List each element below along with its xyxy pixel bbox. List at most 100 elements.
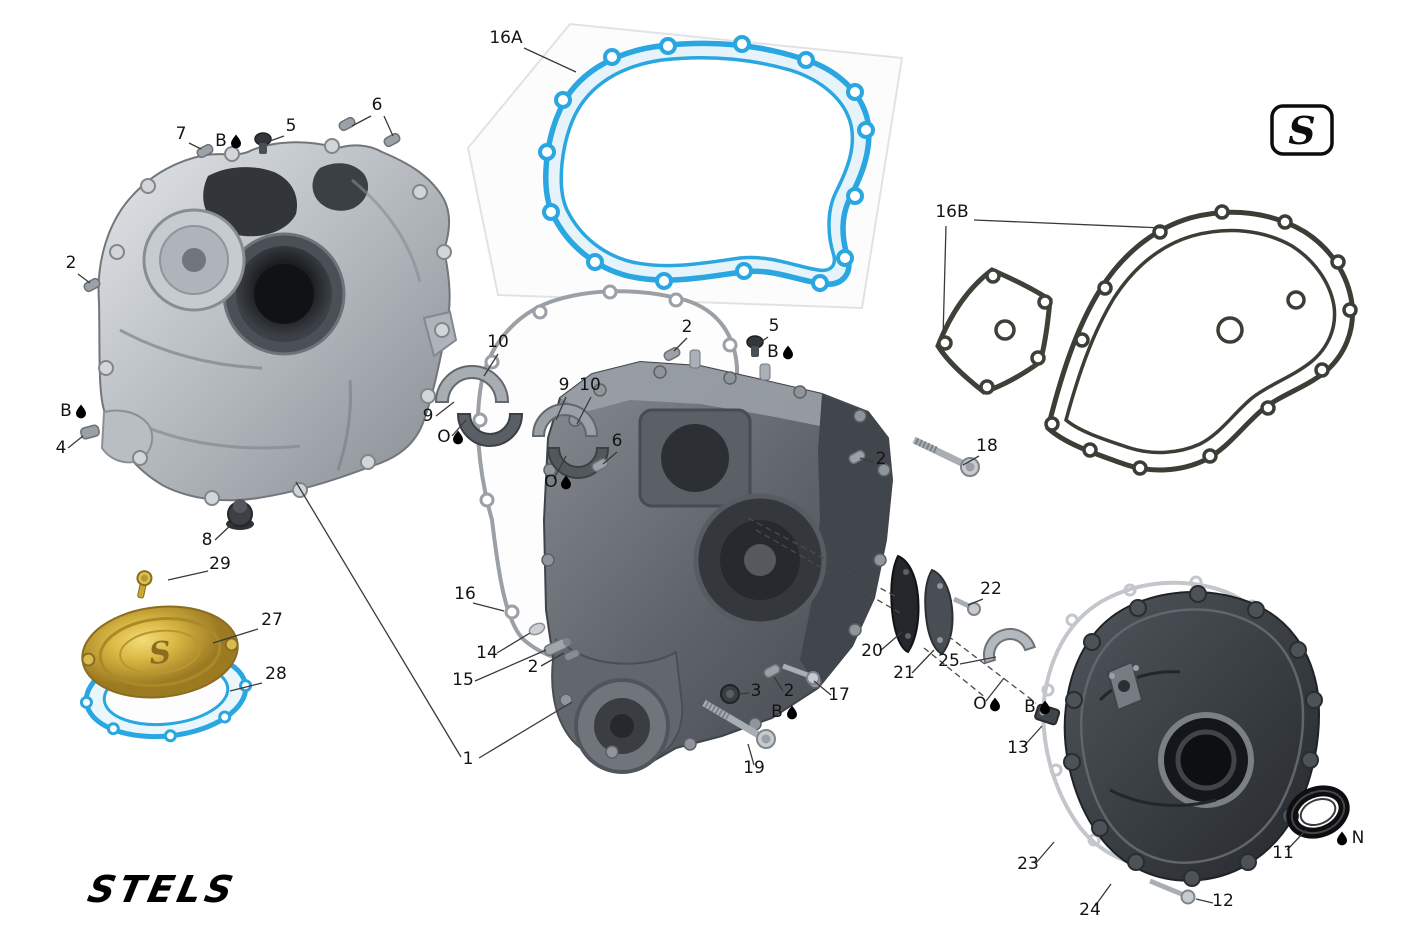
leader-line	[269, 135, 285, 142]
callout-label-19: 19	[743, 758, 765, 778]
callout-label-6: 6	[612, 431, 623, 451]
callout-label-2: 2	[682, 317, 693, 337]
leader-lines-layer	[67, 47, 1307, 907]
callout-label-27: 27	[261, 610, 283, 630]
callout-label-14: 14	[476, 643, 498, 663]
leader-line	[747, 517, 896, 597]
leader-line	[813, 680, 832, 696]
bolt-12	[1149, 878, 1196, 905]
leader-line	[167, 570, 209, 581]
gasket-16a	[466, 22, 904, 310]
tensioner-detail	[1106, 660, 1144, 712]
oil-drop-icon	[76, 404, 86, 419]
leader-line	[229, 682, 263, 692]
callout-label-B: B	[60, 401, 72, 421]
leader-line	[67, 435, 84, 449]
cam-chain-guide-21	[924, 568, 954, 656]
leader-line	[523, 47, 577, 73]
leader-line	[747, 743, 755, 766]
callout-label-9: 9	[559, 375, 570, 395]
gasket-16a-bolt-holes	[538, 35, 875, 292]
bearing-shell-25	[983, 628, 1036, 665]
callout-label-2: 2	[528, 657, 539, 677]
leader-line	[757, 336, 769, 345]
leader-line	[472, 602, 505, 612]
corner-logo-s-icon: S	[1288, 108, 1315, 153]
oil-drop-icon	[561, 475, 571, 490]
oil-drop-icon	[783, 345, 793, 360]
callout-label-2: 2	[66, 253, 77, 273]
callout-label-B: B	[771, 702, 783, 722]
leader-line	[483, 353, 499, 377]
leader-line	[451, 419, 467, 437]
leader-line	[295, 481, 462, 758]
left-case-bolt-bosses	[98, 138, 452, 506]
leader-line	[985, 677, 1005, 702]
callout-label-6: 6	[372, 95, 383, 115]
callout-label-B: B	[1024, 697, 1036, 717]
leader-line	[1094, 883, 1112, 907]
leader-line	[859, 457, 874, 463]
callout-label-10: 10	[579, 375, 601, 395]
corner-logo-frame	[1270, 104, 1334, 156]
leader-line	[1023, 725, 1043, 747]
gasket-16b-large	[1044, 204, 1358, 476]
leader-line	[1286, 829, 1307, 851]
callout-label-B: B	[767, 342, 779, 362]
oil-cover-bolt-29	[136, 570, 153, 599]
bearing-shells-9-10-left	[434, 365, 524, 447]
leader-line	[879, 631, 903, 652]
crankcase-assembly-1	[541, 349, 894, 774]
dowel-7	[196, 143, 214, 159]
leader-line	[773, 676, 784, 692]
leader-line	[673, 337, 688, 352]
oil-drop-icon	[453, 430, 463, 445]
bolt-17	[782, 663, 820, 685]
callout-label-16B: 16B	[935, 202, 968, 222]
leader-line	[383, 115, 394, 137]
leader-line	[555, 396, 567, 421]
callout-label-22: 22	[980, 579, 1002, 599]
callout-label-B: B	[215, 131, 227, 151]
leader-line	[923, 647, 987, 699]
plug-5-b	[746, 335, 764, 357]
callout-label-29: 29	[209, 554, 231, 574]
dowel-pin-2-b	[663, 346, 681, 362]
callout-label-O: O	[437, 427, 450, 447]
oil-drop-icon	[1040, 700, 1050, 715]
leader-line	[77, 273, 91, 284]
callout-label-5: 5	[286, 116, 297, 136]
dowel-pin-2-c	[848, 449, 866, 465]
bolt-19	[702, 699, 776, 749]
dowel-6-b	[383, 132, 401, 148]
oil-cover-27: S	[81, 605, 239, 699]
callout-label-O: O	[973, 694, 986, 714]
callout-label-N: N	[1352, 828, 1365, 848]
dowel-pin-2-a	[83, 277, 101, 293]
dowel-6-a	[338, 116, 356, 132]
leader-line	[959, 656, 997, 665]
callout-label-9: 9	[423, 406, 434, 426]
fitting-14	[528, 622, 546, 636]
fitting-15	[543, 637, 571, 657]
callout-label-O: O	[544, 472, 557, 492]
callout-label-2: 2	[784, 681, 795, 701]
leader-line	[973, 219, 1164, 229]
plug-3	[720, 684, 740, 704]
dowel-pin-2-e	[563, 648, 581, 662]
leader-line	[212, 628, 259, 644]
callout-label-4: 4	[56, 438, 67, 458]
callout-label-10: 10	[487, 332, 509, 352]
dowel-pin-2-d	[763, 663, 781, 679]
callout-label-5: 5	[769, 316, 780, 336]
corner-logo: S	[1270, 104, 1334, 156]
oil-drop-icon	[1337, 831, 1347, 846]
callout-label-20: 20	[861, 641, 883, 661]
leader-line	[947, 635, 1037, 704]
leader-line	[576, 396, 592, 425]
callout-label-23: 23	[1017, 854, 1039, 874]
leader-line	[474, 649, 547, 682]
brand-logo: STELS	[84, 867, 241, 911]
